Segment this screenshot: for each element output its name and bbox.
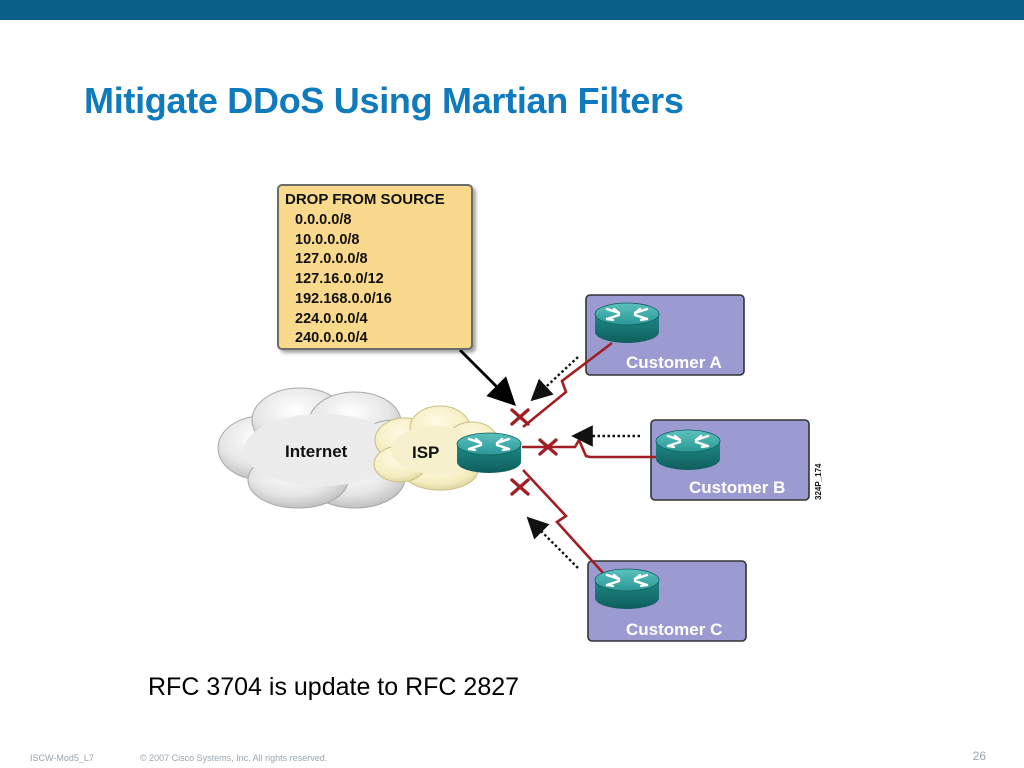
- customer-b-label: Customer B: [689, 478, 785, 497]
- isp-router-icon: [455, 431, 523, 475]
- drop-markers: [510, 408, 558, 496]
- filter-prefix: 192.168.0.0/16: [295, 290, 392, 307]
- filter-prefix: 240.0.0.0/4: [295, 330, 368, 347]
- dotted-arrow-a-icon: [530, 356, 579, 402]
- customer-a-router-icon: [593, 301, 661, 345]
- drop-x-c-icon: [510, 478, 530, 496]
- footer-copyright: © 2007 Cisco Systems, Inc. All rights re…: [140, 753, 328, 763]
- rfc-note: RFC 3704 is update to RFC 2827: [148, 673, 520, 701]
- filter-callout-arrow-icon: [459, 349, 516, 406]
- footer-module-id: ISCW-Mod5_L7: [30, 753, 94, 763]
- dotted-arrow-c-icon: [526, 516, 579, 569]
- customer-c-router-icon: [593, 567, 661, 611]
- filter-callout-box: DROP FROM SOURCE 0.0.0.0/8 10.0.0.0/8 12…: [277, 184, 473, 350]
- top-accent-bar: [0, 0, 1024, 20]
- drop-x-b-icon: [538, 438, 558, 456]
- figure-id: 324P_174: [814, 463, 823, 500]
- link-to-customer-b: [522, 437, 662, 459]
- filter-prefix-list: 0.0.0.0/8 10.0.0.0/8 127.0.0.0/8 127.16.…: [295, 211, 392, 349]
- serial-links: [522, 341, 662, 575]
- filter-prefix: 127.0.0.0/8: [295, 251, 368, 268]
- filter-header: DROP FROM SOURCE: [285, 191, 445, 208]
- filter-prefix: 0.0.0.0/8: [295, 212, 352, 228]
- isp-label: ISP: [412, 443, 439, 462]
- filter-prefix: 10.0.0.0/8: [295, 231, 360, 248]
- customer-a-label: Customer A: [626, 353, 722, 372]
- filter-prefix: 224.0.0.0/4: [295, 310, 368, 327]
- customer-b-router-icon: [654, 428, 722, 472]
- attack-arrows: [526, 356, 640, 569]
- customer-c-label: Customer C: [626, 620, 722, 639]
- filter-prefix: 127.16.0.0/12: [295, 271, 384, 288]
- page-number: 26: [972, 749, 986, 763]
- link-to-customer-c: [522, 469, 605, 575]
- drop-x-a-icon: [510, 408, 530, 426]
- slide-title: Mitigate DDoS Using Martian Filters: [84, 80, 684, 121]
- link-to-customer-a: [522, 341, 613, 429]
- internet-label: Internet: [285, 442, 348, 461]
